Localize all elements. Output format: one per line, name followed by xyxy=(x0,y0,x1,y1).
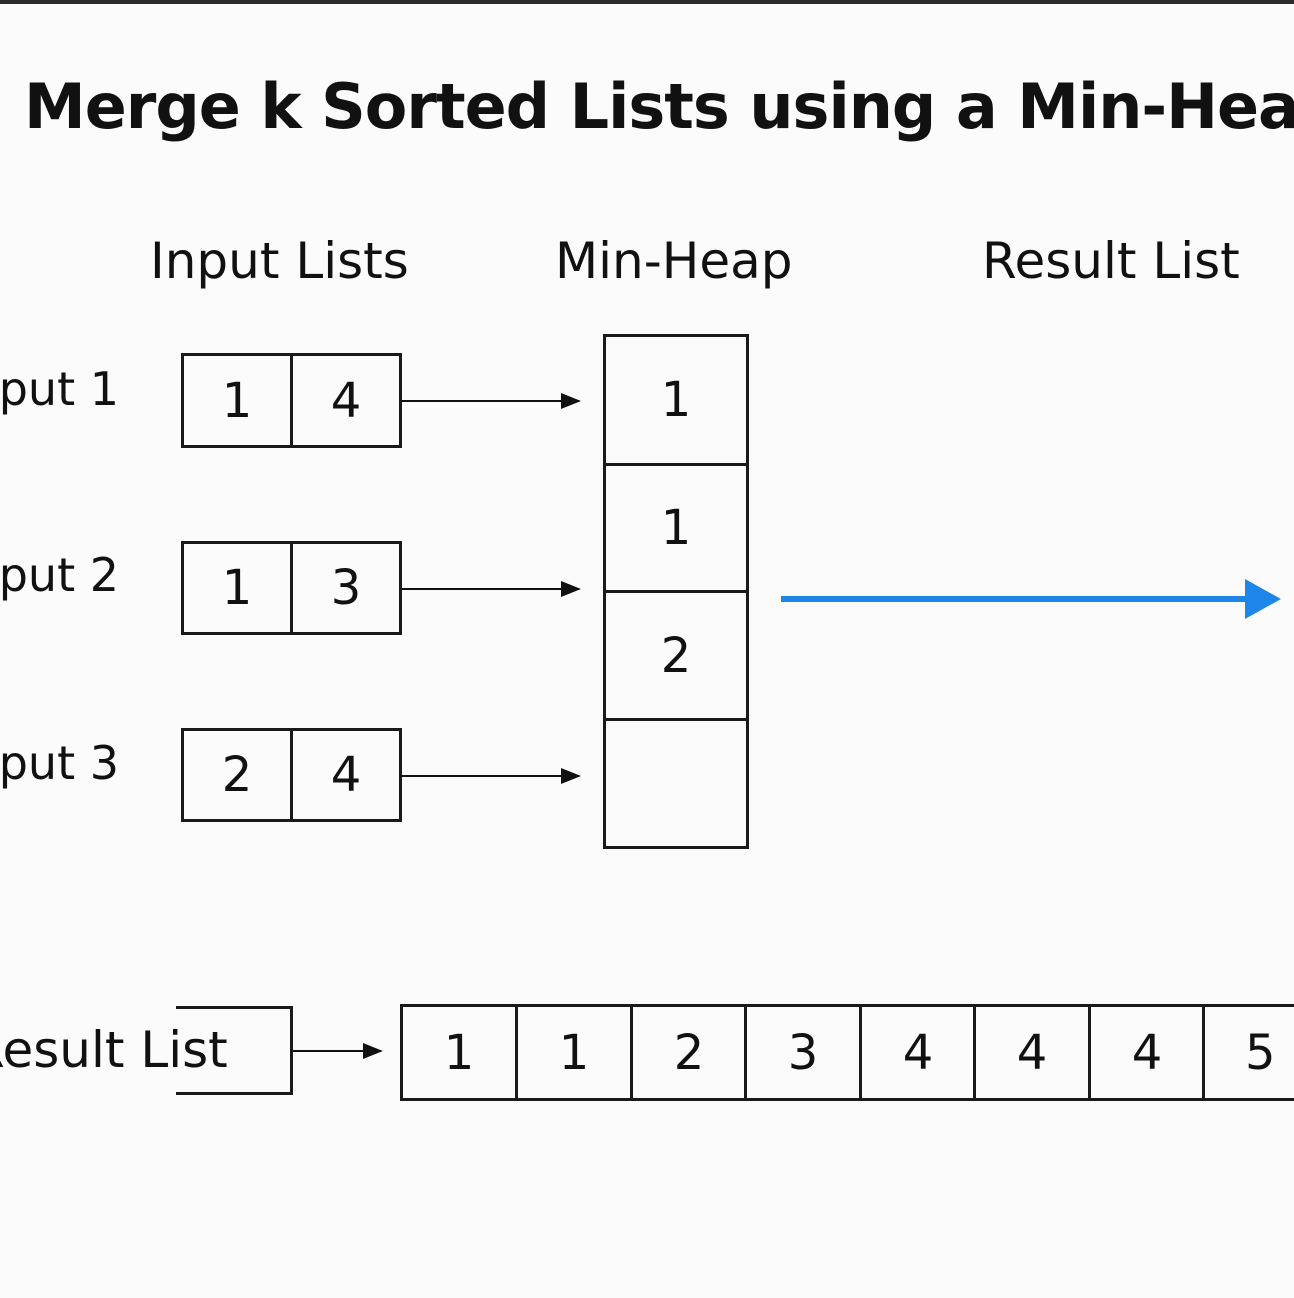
result-cell-7: 4 xyxy=(1088,1004,1206,1101)
heap-to-result-arrow xyxy=(781,579,1281,619)
result-cell-4: 3 xyxy=(744,1004,862,1101)
result-list-label: Result List xyxy=(0,1021,228,1079)
header-input-lists: Input Lists xyxy=(150,232,409,290)
result-cell-3: 2 xyxy=(630,1004,748,1101)
page-title: Merge k Sorted Lists using a Min-Heap xyxy=(24,70,1294,143)
input-2-label: Input 2 xyxy=(0,548,119,602)
result-cell-6: 4 xyxy=(973,1004,1091,1101)
heap-cell-1: 1 xyxy=(603,334,749,466)
input-3-label: Input 3 xyxy=(0,736,119,790)
result-label-box xyxy=(176,1006,293,1095)
input-3-cell-1: 2 xyxy=(181,728,293,822)
top-border xyxy=(0,0,1294,4)
input-2-cell-2: 3 xyxy=(290,541,402,635)
input-2-cell-1: 1 xyxy=(181,541,293,635)
input-3-cell-2: 4 xyxy=(290,728,402,822)
result-cell-2: 1 xyxy=(515,1004,633,1101)
input-3-arrow xyxy=(401,768,581,784)
result-arrow xyxy=(293,1043,383,1059)
result-cell-1: 1 xyxy=(400,1004,518,1101)
input-2-arrow xyxy=(401,581,581,597)
header-result-list: Result List xyxy=(982,232,1240,290)
input-1-cell-2: 4 xyxy=(290,353,402,448)
input-1-label: Input 1 xyxy=(0,362,119,416)
input-1-cell-1: 1 xyxy=(181,353,293,448)
heap-cell-3: 2 xyxy=(603,590,749,721)
heap-cell-2: 1 xyxy=(603,463,749,593)
input-1-arrow xyxy=(401,393,581,409)
heap-cell-4 xyxy=(603,718,749,849)
result-cell-5: 4 xyxy=(859,1004,977,1101)
header-min-heap: Min-Heap xyxy=(555,232,793,290)
result-cell-8: 5 xyxy=(1202,1004,1294,1101)
